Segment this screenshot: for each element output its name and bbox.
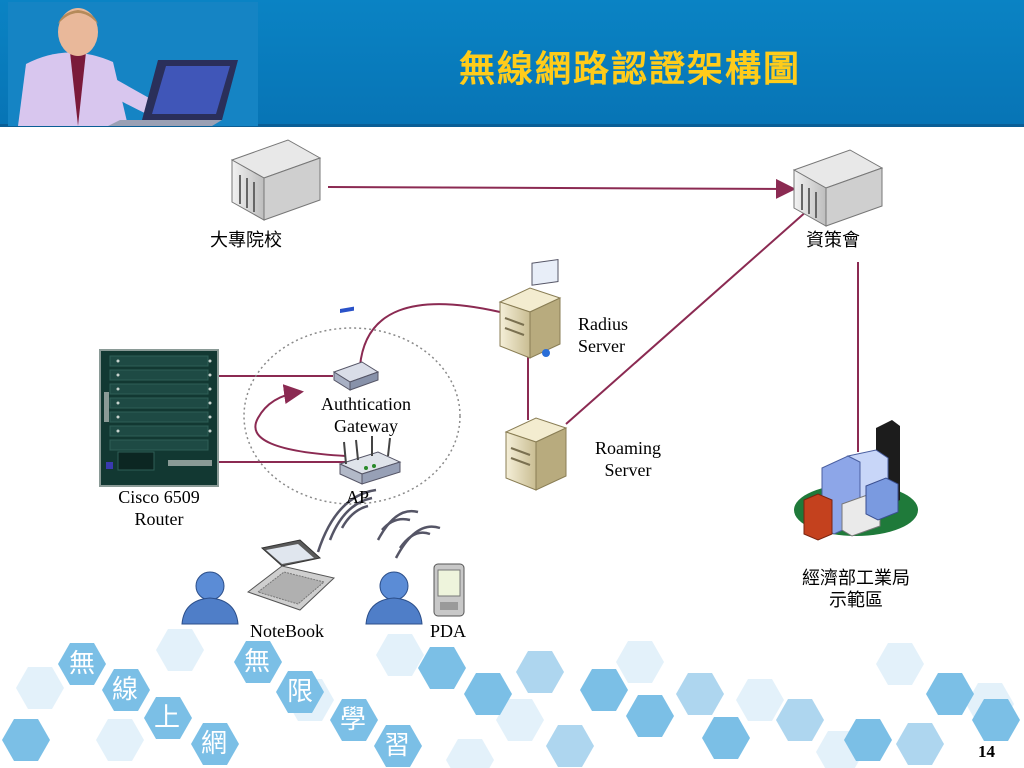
notebook-icon	[246, 539, 336, 611]
presenter-image	[8, 2, 258, 126]
roaming-server-label: Roaming Server	[595, 438, 661, 480]
decor-char-wu: 無	[69, 649, 96, 679]
link-gateway-radius	[359, 303, 501, 367]
router-chassis-icon	[99, 349, 219, 487]
university-building-icon	[230, 139, 322, 221]
gateway-device-icon	[332, 306, 380, 391]
redirect-arrow	[254, 384, 347, 457]
pda-icon	[433, 563, 465, 617]
decor-char-xian2: 限	[287, 677, 314, 707]
notebook-label: NoteBook	[250, 621, 324, 641]
router-label: Cisco 6509 Router	[118, 487, 200, 529]
iii-building-icon	[792, 149, 884, 227]
iii-label: 資策會	[806, 230, 860, 251]
page-number: 14	[978, 742, 995, 761]
slide-title: 無線網路認證架構圖	[458, 49, 801, 90]
pda-label: PDA	[430, 621, 467, 641]
university-label: 大專院校	[210, 230, 282, 251]
ap-label: AP	[346, 487, 370, 507]
user-person-icon	[181, 571, 239, 625]
decor-char-xue: 學	[340, 705, 367, 735]
wireless-zone	[243, 327, 461, 505]
demo-zone-label: 經濟部工業局 示範區	[802, 568, 910, 611]
decor-char-xi: 習	[384, 731, 411, 761]
gateway-label: Authtication Gateway	[321, 394, 411, 436]
roaming-server-icon	[504, 417, 568, 491]
wireless-signal-icon	[316, 488, 441, 559]
radius-server-label: Radius Server	[578, 314, 629, 356]
user-person-icon-2	[365, 571, 423, 625]
header-rule	[0, 124, 1024, 127]
decor-char-wu2: 無	[244, 647, 271, 677]
link-iii-roaming	[565, 209, 809, 425]
access-point-icon	[338, 436, 402, 485]
radius-server-icon	[498, 259, 562, 359]
demo-zone-city-icon	[794, 420, 918, 541]
link-university-iii	[327, 178, 796, 199]
decor-char-shang: 上	[154, 703, 181, 733]
decor-char-wang: 網	[201, 729, 228, 759]
decor-char-xian: 線	[112, 675, 139, 705]
